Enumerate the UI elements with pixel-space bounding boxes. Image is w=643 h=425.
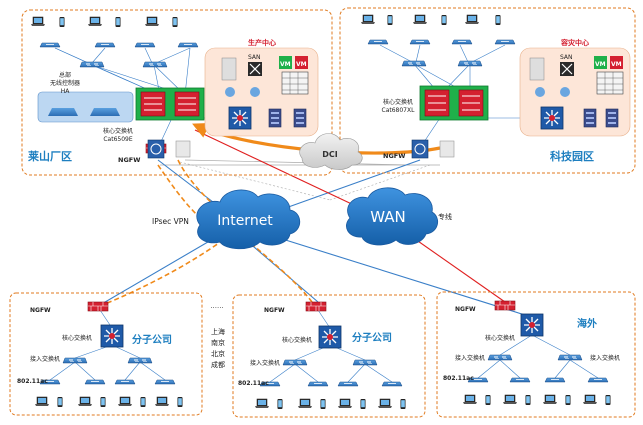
- left-san-label: SAN: [248, 54, 261, 61]
- left-core-label-2: Cat6509E: [103, 136, 132, 143]
- wan-cloud: [346, 187, 439, 246]
- city-3: 北京: [211, 349, 225, 358]
- left-wlc-label-2: 无线控制器: [50, 79, 80, 87]
- left-wlc-label-3: HA: [61, 88, 71, 95]
- right-vm-label-1: VM: [595, 61, 606, 68]
- branch-middle-name: 分子公司: [352, 331, 392, 344]
- left-site-name: 莱山厂区: [28, 149, 72, 163]
- left-core-label-1: 核心交换机: [103, 127, 133, 135]
- right-core-label-1: 核心交换机: [383, 98, 413, 106]
- branch-right-ngfw-label: NGFW: [455, 306, 476, 313]
- branch-frame-middle: [232, 294, 426, 418]
- dci-cloud: [299, 133, 363, 170]
- branch-right-devices: [462, 300, 611, 405]
- left-datacenter-title: 生产中心: [248, 38, 276, 47]
- branch-left-ngfw-label: NGFW: [30, 307, 51, 314]
- leased-line-label: 专线: [438, 212, 452, 221]
- city-1: 上海: [211, 327, 225, 336]
- left-wlc-label-1: 总部: [59, 71, 71, 79]
- branch-right-wifi-label: 802.11ac: [443, 375, 474, 382]
- right-datacenter-title: 容灾中心: [560, 38, 589, 47]
- left-vm-label-2: VM: [296, 61, 307, 68]
- wan-label: WAN: [370, 208, 406, 226]
- right-core-label-2: Cat6807XL: [382, 107, 416, 114]
- right-ngfw-label: NGFW: [383, 152, 405, 160]
- branch-left-wifi-label: 802.11ac: [17, 378, 48, 385]
- dci-label: DCI: [322, 150, 338, 159]
- site-frame-right: [339, 7, 636, 174]
- right-san-label: SAN: [560, 54, 573, 61]
- branch-right-name: 海外: [577, 317, 597, 330]
- branch-middle-wifi-label: 802.11ac: [238, 380, 269, 387]
- branch-left-name: 分子公司: [132, 333, 172, 346]
- city-2: 南京: [211, 338, 225, 347]
- right-site-name: 科技园区: [550, 149, 594, 163]
- ipsec-label: IPsec VPN: [152, 217, 189, 226]
- left-site-devices: [30, 16, 319, 159]
- branch-middle-access-label: 接入交换机: [250, 359, 280, 367]
- branch-right-core-label: 核心交换机: [485, 334, 515, 342]
- site-frame-left: [21, 9, 333, 176]
- right-vm-label-2: VM: [611, 61, 622, 68]
- left-vm-label-1: VM: [280, 61, 291, 68]
- branch-left-access-label: 接入交换机: [30, 355, 60, 363]
- branch-middle-devices: [254, 301, 406, 409]
- branch-left-core-label: 核心交换机: [62, 334, 92, 342]
- branch-middle-core-label: 核心交换机: [282, 336, 312, 344]
- branch-frame-left: [9, 292, 203, 416]
- branch-frame-right: [436, 291, 636, 418]
- internet-cloud: [196, 189, 301, 250]
- cities-ellipsis: ......: [210, 302, 223, 310]
- branch-middle-ngfw-label: NGFW: [264, 307, 285, 314]
- right-site-devices: [360, 14, 631, 159]
- left-ngfw-label: NGFW: [118, 156, 140, 164]
- branch-left-devices: [34, 301, 183, 407]
- branch-right-access-label-left: 接入交换机: [455, 354, 485, 362]
- branch-right-access-label-right: 接入交换机: [590, 354, 620, 362]
- city-4: 成都: [211, 360, 225, 369]
- internet-label: Internet: [217, 213, 273, 229]
